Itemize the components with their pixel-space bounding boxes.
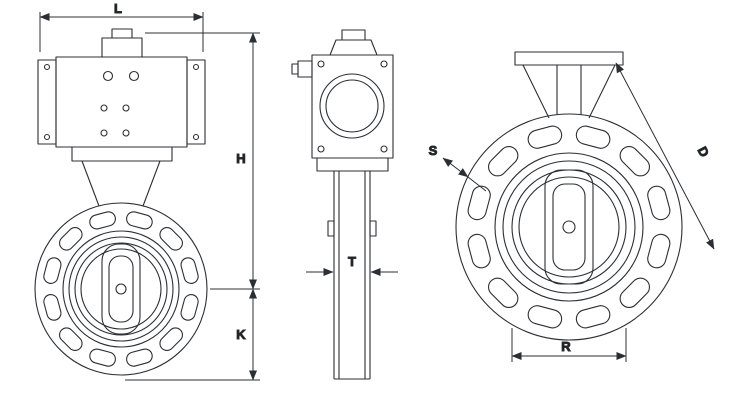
disc-hub-outer [101, 243, 141, 335]
flange-slot [126, 211, 153, 230]
flange-slot [89, 211, 116, 230]
flange-slot [180, 257, 199, 284]
flange-slot [575, 125, 611, 149]
flange-slot [89, 348, 116, 367]
dimension-R: R [511, 328, 627, 362]
seat-tab-left [327, 220, 335, 237]
flange-slot [647, 233, 671, 269]
actuator-side [291, 29, 394, 172]
neck-and-flange-plate [514, 51, 624, 119]
front-view: L [34, 1, 260, 381]
actuator-top-cap [101, 37, 143, 58]
flange-slot [43, 294, 62, 321]
flange-slot [59, 327, 83, 351]
flange-slot [467, 233, 491, 269]
valve-outer-flange-large [455, 113, 683, 341]
actuator-bore-inner [325, 79, 379, 133]
actuator-knob-side [341, 29, 366, 41]
actuator-top-knob [111, 28, 133, 39]
flange-slots-large [467, 125, 671, 329]
dimension-label-S: S [429, 143, 438, 158]
air-port-nipple [291, 63, 299, 75]
dimension-label-L: L [114, 1, 122, 16]
dimension-label-R: R [561, 339, 571, 354]
flange-slot [126, 348, 153, 367]
flange-slot [159, 327, 183, 351]
flange-slot [647, 185, 671, 221]
seat-tab-right [369, 220, 377, 237]
disc-hub-inner-large [552, 183, 586, 271]
disc-hub-inner [108, 255, 134, 323]
actuator-endcap-left [37, 59, 57, 145]
stem-center-hole-large [562, 220, 576, 234]
dimension-S: S [428, 143, 487, 192]
valve-body-side [327, 171, 377, 380]
side-view: T [291, 29, 398, 380]
actuator-block-side [311, 54, 394, 159]
valve-front [34, 202, 208, 376]
actuator-endcap-right [186, 59, 206, 145]
top-mount-plate [514, 51, 624, 66]
dimension-label-H: H [236, 151, 245, 166]
dimension-label-T: T [348, 254, 356, 269]
bracket-right [142, 160, 161, 207]
flange-slot [467, 185, 491, 221]
disc-hub-outer-large [544, 169, 594, 285]
actuator-cap-side [329, 39, 378, 56]
flange-slots-front [43, 211, 199, 367]
dimension-T: T [306, 254, 398, 276]
flange-slot [180, 294, 199, 321]
actuator-base-plate [71, 146, 173, 162]
dimension-D: D [615, 62, 715, 250]
actuator-front [37, 28, 206, 207]
actuator-body [55, 56, 188, 148]
dimension-label-D: D [695, 144, 713, 159]
flange-slot [159, 227, 183, 251]
air-port-fitting [297, 60, 313, 78]
flange-slot [619, 277, 651, 309]
flange-slot [575, 305, 611, 329]
flange-slot [527, 125, 563, 149]
dimension-H: H [145, 32, 260, 290]
flange-slot [619, 145, 651, 177]
disc-view: S D R [428, 51, 715, 362]
actuator-bore-outer [319, 73, 385, 139]
dimension-label-K: K [236, 327, 246, 342]
bracket-left [81, 160, 100, 207]
stem-center-hole [115, 283, 127, 295]
flange-slot [527, 305, 563, 329]
flange-slot [487, 277, 519, 309]
flange-slot [43, 257, 62, 284]
valve-outer-flange [34, 202, 208, 376]
dimension-L: L [39, 1, 204, 52]
flange-slot [59, 227, 83, 251]
valve-disc-front [455, 113, 683, 341]
flange-slot [487, 145, 519, 177]
mount-plate-side [316, 157, 389, 172]
dimension-K: K [125, 288, 260, 381]
